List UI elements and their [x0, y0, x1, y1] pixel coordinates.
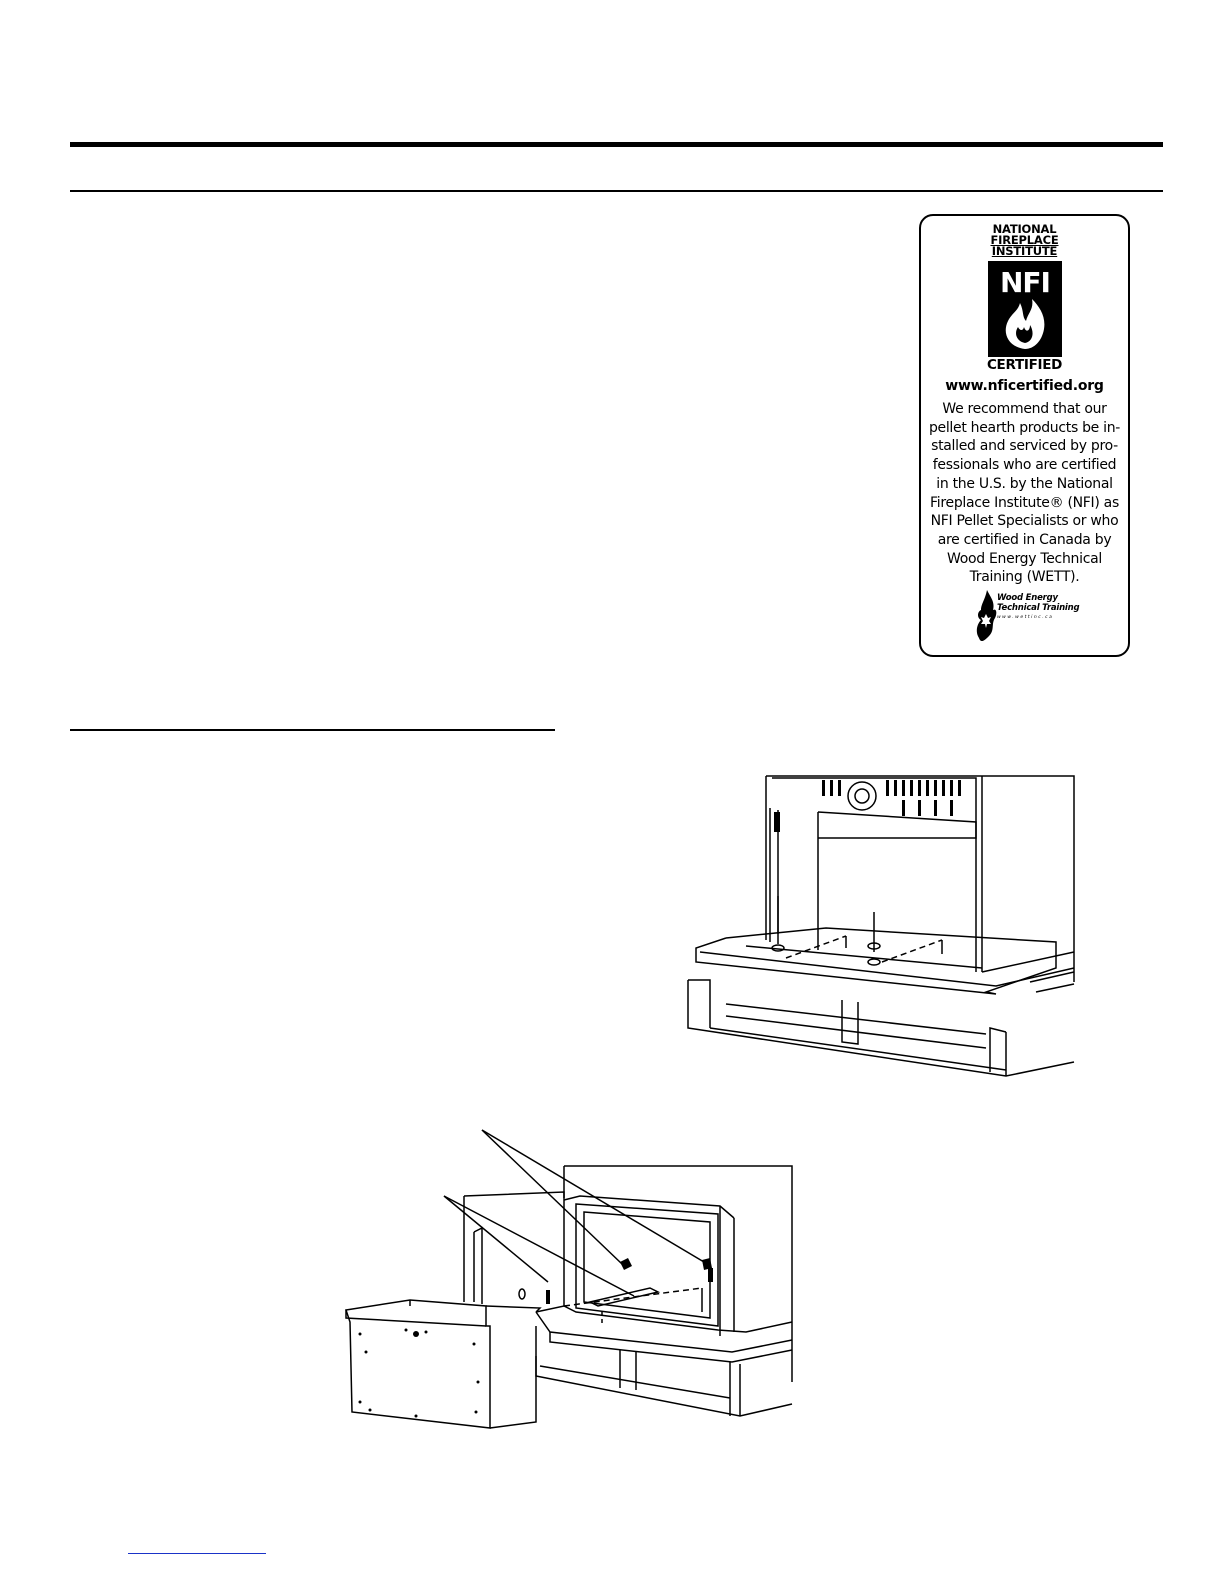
figure-2-drawing — [345, 1129, 793, 1429]
nfi-logo-badge: NFI — [988, 261, 1062, 357]
wett-wordmark: Wood Energy Technical Training www.wetti… — [997, 593, 1080, 623]
stove-on-pallet-illustration — [686, 772, 1076, 1082]
nfi-body-line: pellet hearth products be in- — [928, 419, 1121, 436]
nfi-body-line: fessionals who are certified — [932, 457, 1117, 474]
footer-link-underline[interactable] — [128, 1553, 266, 1554]
header-rule-thin — [70, 190, 1163, 192]
maple-leaf-flame-icon — [976, 590, 997, 642]
section-heading-rule — [70, 729, 555, 731]
nfi-certification-card: NATIONAL FIREPLACE INSTITUTE NFI CERTIFI… — [919, 214, 1130, 657]
nfi-badge-text: NFI — [1000, 266, 1051, 299]
nfi-body-line: Fireplace Institute® (NFI) as — [930, 494, 1119, 511]
nfi-body-line: are certified in Canada by — [937, 531, 1112, 548]
nfi-recommendation-text: We recommend that our pellet hearth prod… — [925, 400, 1124, 587]
nfi-org-line-2: FIREPLACE — [990, 233, 1059, 247]
nfi-body-line: Wood Energy Technical — [947, 550, 1102, 567]
nfi-body-line: Training (WETT). — [969, 569, 1080, 586]
wett-url: www.wettinc.ca — [997, 615, 1054, 620]
nfi-body-line: stalled and serviced by pro- — [931, 438, 1118, 455]
flame-icon — [1005, 299, 1045, 349]
nfi-organization-name: NATIONAL FIREPLACE INSTITUTE — [921, 222, 1128, 258]
wett-line-2: Technical Training — [997, 602, 1080, 613]
header-rule-thick — [70, 142, 1163, 147]
nfi-website-link[interactable]: www.nficertified.org — [945, 378, 1104, 394]
nfi-certified-label: CERTIFIED — [986, 357, 1063, 373]
nfi-body-line: in the U.S. by the National — [936, 475, 1113, 492]
nfi-body-line: NFI Pellet Specialists or who — [930, 513, 1119, 530]
nfi-org-line-3: INSTITUTE — [991, 244, 1058, 258]
wett-line-1: Wood Energy — [997, 593, 1058, 603]
figure-1-drawing — [687, 775, 1075, 1077]
stove-ash-pan-assembly-illustration — [340, 1126, 800, 1442]
nfi-org-line-1: NATIONAL — [992, 222, 1057, 236]
wett-logo: Wood Energy Technical Training www.wetti… — [973, 588, 1093, 648]
nfi-body-line: We recommend that our — [942, 401, 1107, 417]
